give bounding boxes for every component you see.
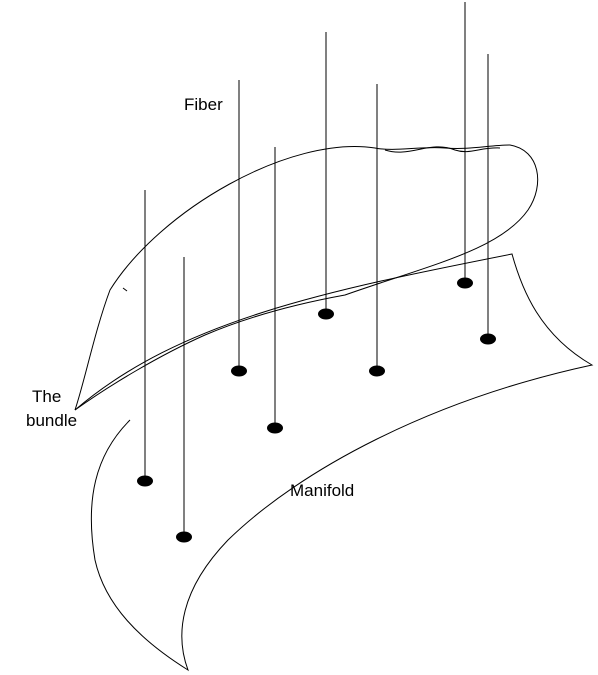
manifold-label: Manifold: [290, 481, 354, 500]
bundle-tick-mark: [122, 287, 128, 292]
bundle-wavy-edge: [384, 146, 501, 153]
fiber-label: Fiber: [184, 95, 223, 114]
base-point: [176, 531, 192, 543]
bundle-label-line1: The: [32, 387, 61, 406]
base-point: [267, 422, 283, 434]
base-point: [318, 308, 334, 320]
bundle-label-line2: bundle: [26, 411, 77, 430]
base-point: [457, 277, 473, 289]
base-point: [231, 365, 247, 377]
manifold-surface: [74, 253, 594, 672]
base-point: [480, 333, 496, 345]
base-point: [369, 365, 385, 377]
base-point: [137, 475, 153, 487]
bundle-surface: [74, 144, 539, 411]
